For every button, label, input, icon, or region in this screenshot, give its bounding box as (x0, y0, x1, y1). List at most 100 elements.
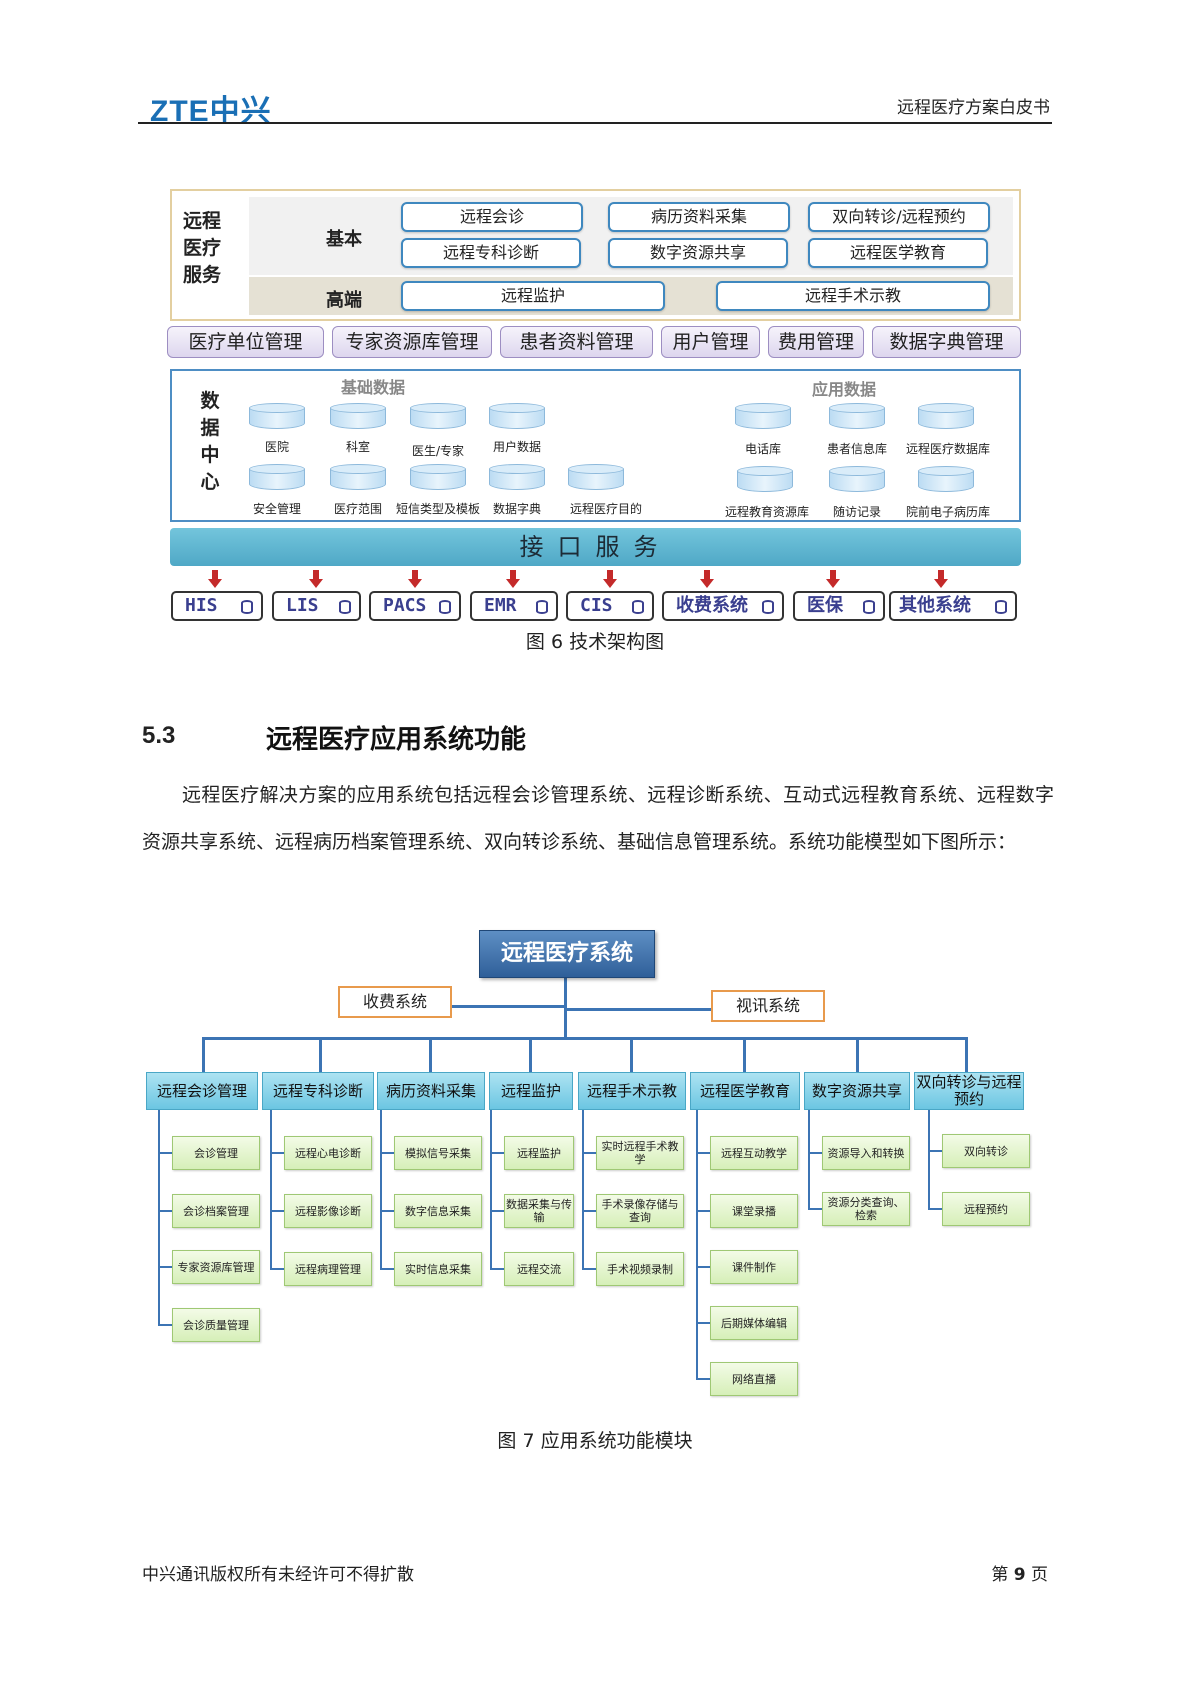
connector-line (928, 1150, 942, 1152)
database-icon (735, 403, 791, 429)
arrow-down-icon (309, 570, 323, 588)
database-icon (829, 403, 885, 429)
connector-line (696, 1378, 710, 1380)
leaf-node: 会诊管理 (172, 1136, 260, 1170)
leaf-node: 实时远程手术教学 (596, 1136, 684, 1170)
connector-line (380, 1268, 394, 1270)
leaf-node: 会诊质量管理 (172, 1308, 260, 1342)
connector-line (529, 1037, 532, 1072)
leaf-node: 远程监护 (504, 1136, 574, 1170)
section-title: 远程医疗应用系统功能 (266, 725, 527, 755)
section-number: 5.3 (142, 722, 176, 749)
system-emr: EMR (470, 591, 558, 621)
leaf-node: 课堂录播 (710, 1194, 798, 1228)
data-center-panel (170, 369, 1021, 522)
connector-line (270, 1268, 284, 1270)
system-other: 其他系统 (889, 591, 1017, 621)
connector-line (158, 1266, 172, 1268)
db-label-department: 科室 (345, 440, 370, 454)
database-icon (410, 403, 466, 429)
arrow-down-icon (603, 570, 617, 588)
arrow-down-icon (408, 570, 422, 588)
leaf-node: 远程影像诊断 (284, 1194, 372, 1228)
leaf-node: 资源分类查询、检索 (822, 1192, 910, 1226)
db-label-patient-info: 患者信息库 (826, 442, 887, 456)
figure-7-caption: 图 7 应用系统功能模块 (497, 1430, 693, 1452)
leaf-node: 数字信息采集 (394, 1194, 482, 1228)
module-referral-booking: 双向转诊与远程预约 (914, 1072, 1024, 1110)
connector-line (630, 1037, 633, 1072)
service-record-collection: 病历资料采集 (608, 202, 790, 232)
footer-page-number: 第 9 页 (991, 1565, 1048, 1585)
connector-line (490, 1152, 504, 1154)
leaf-node: 后期媒体编辑 (710, 1306, 798, 1340)
leaf-node: 资源导入和转换 (822, 1136, 910, 1170)
connector-line (429, 1037, 432, 1072)
connector-line (202, 1037, 967, 1040)
arrow-down-icon (700, 570, 714, 588)
mgmt-medical-units: 医疗单位管理 (167, 326, 324, 358)
database-icon (489, 464, 545, 490)
leaf-node: 手术视频录制 (596, 1252, 684, 1286)
connector-line (696, 1322, 710, 1324)
database-icon (489, 403, 545, 429)
database-icon (918, 466, 974, 492)
database-icon (241, 600, 253, 614)
connector-line (582, 1268, 596, 1270)
arrow-down-icon (934, 570, 948, 588)
database-icon (863, 600, 875, 614)
arrow-down-icon (826, 570, 840, 588)
db-label-remote-medical: 远程医疗数据库 (905, 442, 990, 456)
system-lis: LIS (272, 591, 361, 621)
connector-line (158, 1152, 172, 1154)
connector-line (490, 1110, 492, 1270)
mgmt-patient-records: 患者资料管理 (500, 326, 653, 358)
system-his: HIS (171, 591, 263, 621)
mgmt-fees: 费用管理 (768, 326, 864, 358)
module-record-collection: 病历资料采集 (377, 1072, 485, 1110)
connector-line (696, 1266, 710, 1268)
connector-line (965, 1037, 968, 1072)
database-icon (995, 600, 1007, 614)
db-label-followup: 随访记录 (832, 505, 881, 519)
db-label-data-dictionary: 数据字典 (492, 502, 541, 516)
db-label-prehospital-emr: 院前电子病历库 (905, 505, 990, 519)
app-data-label: 应用数据 (812, 380, 877, 399)
arrow-down-icon (506, 570, 520, 588)
data-center-label: 数据中心 (200, 390, 220, 493)
leaf-node: 远程心电诊断 (284, 1136, 372, 1170)
leaf-node: 远程互动教学 (710, 1136, 798, 1170)
arrow-down-icon (208, 570, 222, 588)
system-medical-insurance: 医保 (793, 591, 885, 621)
connector-line (696, 1152, 710, 1154)
connector-line (582, 1110, 584, 1270)
connector-line (202, 1037, 205, 1072)
footer-copyright: 中兴通讯版权所有未经许可不得扩散 (142, 1565, 414, 1585)
connector-line (270, 1152, 284, 1154)
basic-tier-label: 基本 (326, 229, 362, 250)
database-icon (439, 600, 451, 614)
module-monitoring: 远程监护 (489, 1072, 573, 1110)
document-title: 远程医疗方案白皮书 (897, 98, 1050, 118)
connector-line (158, 1324, 172, 1326)
database-icon (737, 466, 793, 492)
connector-line (808, 1152, 822, 1154)
connector-line (380, 1110, 382, 1270)
connector-line (270, 1210, 284, 1212)
module-specialist-diagnosis: 远程专科诊断 (262, 1072, 374, 1110)
connector-line (582, 1152, 596, 1154)
database-icon (249, 403, 305, 429)
db-label-user-data: 用户数据 (492, 440, 541, 454)
mgmt-users: 用户管理 (661, 326, 760, 358)
leaf-node: 网络直播 (710, 1362, 798, 1396)
db-label-doctor: 医生/专家 (411, 444, 465, 458)
service-referral-booking: 双向转诊/远程预约 (808, 202, 990, 232)
database-icon (339, 600, 351, 614)
db-label-medical-scope: 医疗范围 (333, 502, 382, 516)
db-label-medical-purpose: 远程医疗目的 (569, 502, 642, 516)
module-resource-sharing: 数字资源共享 (804, 1072, 910, 1110)
connector-line (490, 1268, 504, 1270)
side-node-billing: 收费系统 (338, 986, 452, 1018)
connector-line (490, 1210, 504, 1212)
interface-service-bar: 接口服务 (170, 528, 1021, 566)
